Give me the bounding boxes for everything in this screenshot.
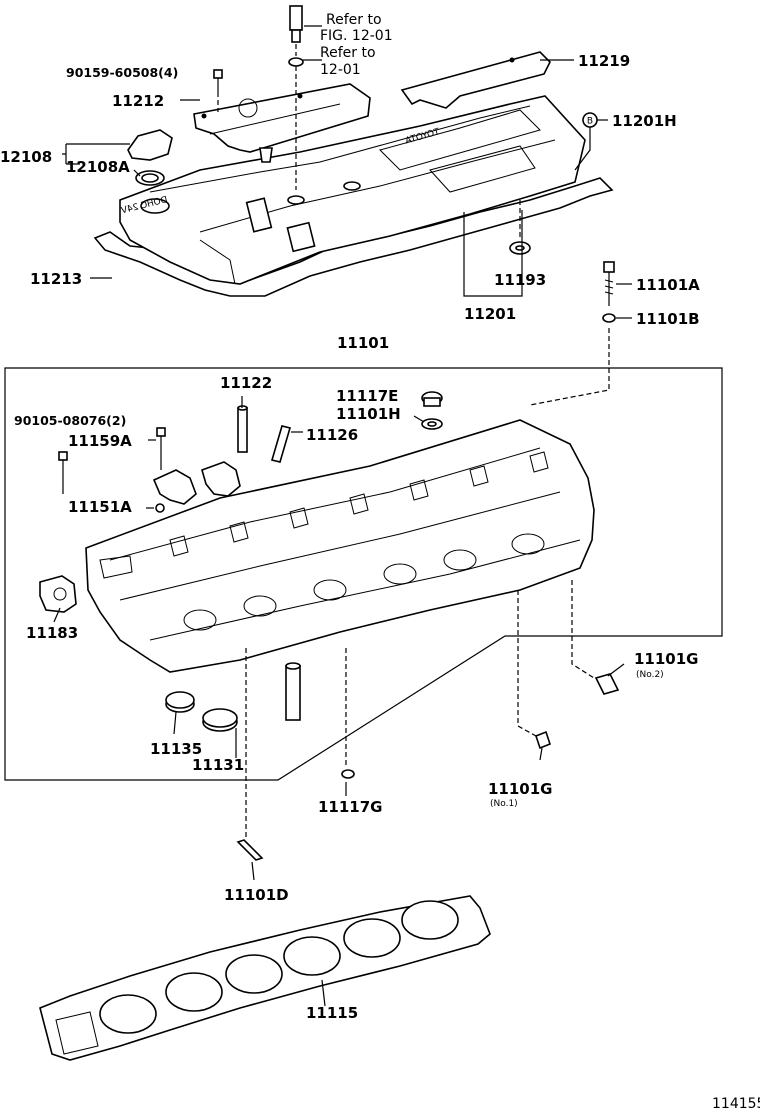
label-11101D: 11101D [224, 886, 289, 904]
label-11193: 11193 [494, 271, 546, 289]
label-11219: 11219 [578, 52, 630, 70]
circled-b-text: B [587, 117, 593, 127]
label-11101H: 11101H [336, 405, 401, 423]
oil-filler-cap [127, 129, 173, 186]
pin-11101G-no1 [517, 590, 551, 750]
washer-11193 [509, 200, 531, 255]
cylinder-head-box [4, 367, 723, 781]
brackets [152, 461, 241, 505]
plug-11151A [155, 503, 165, 513]
label-11159A: 11159A [68, 432, 132, 450]
label-no2: (No.2) [636, 670, 664, 680]
plug-11117G [341, 648, 355, 779]
label-11201H: 11201H [612, 112, 677, 130]
label-11183: 11183 [26, 624, 78, 642]
label-11212: 11212 [112, 92, 164, 110]
cylinder-head [85, 419, 595, 673]
seal-11183 [39, 575, 77, 613]
label-11201: 11201 [464, 305, 516, 323]
label-11126: 11126 [306, 426, 358, 444]
circled-b-marker: B [582, 112, 598, 128]
label-11115: 11115 [306, 1004, 358, 1022]
plug-and-tube [288, 5, 304, 190]
label-11213: 11213 [30, 270, 82, 288]
sleeve-11135 [165, 691, 195, 713]
label-11117E: 11117E [336, 387, 398, 405]
label-11131: 11131 [192, 756, 244, 774]
label-11101G-no1: 11101G [488, 780, 553, 798]
label-11101A: 11101A [636, 276, 700, 294]
leader-lines [53, 25, 632, 1007]
bolt-11159A [156, 427, 166, 470]
small-bolt-90159 [213, 69, 223, 112]
bolt-11101A [529, 261, 616, 406]
label-no1: (No.1) [490, 799, 518, 809]
head-gasket [39, 895, 491, 1061]
stud-11101D [236, 648, 264, 861]
label-90159-60508: 90159-60508(4) [66, 65, 178, 80]
refer-12-line1: Refer to [320, 45, 376, 61]
gasket-11101H [421, 418, 443, 430]
label-11135: 11135 [150, 740, 202, 758]
gasket-bores [99, 900, 459, 1034]
refer-12-line2: 12-01 [320, 62, 361, 78]
valve-cover: DOHC 24V TOYOTA [119, 95, 586, 285]
spark-plug-cover-plate [400, 51, 551, 109]
label-11101G-no2: 11101G [634, 650, 699, 668]
label-11117G: 11117G [318, 798, 383, 816]
label-11101B: 11101B [636, 310, 700, 328]
refer-fig-line2: FIG. 12-01 [320, 28, 393, 44]
label-12108A: 12108A [66, 158, 130, 176]
stud-11126 [270, 425, 303, 463]
tube-center [285, 662, 301, 721]
label-90105-08076: 90105-08076(2) [14, 413, 126, 428]
intake-ports [183, 533, 545, 631]
sleeve-11131 [202, 708, 238, 732]
bolt-90105 [58, 451, 68, 494]
label-12108: 12108 [0, 148, 52, 166]
dowel-11122 [237, 396, 248, 453]
part-labels: Refer to FIG. 12-01 Refer to 12-01 90159… [0, 12, 760, 1112]
cam-bearing-caps [169, 451, 549, 557]
label-11122: 11122 [220, 374, 272, 392]
figure-number: 114155 [712, 1096, 760, 1112]
pin-11101G-no2 [571, 580, 620, 695]
refer-fig-line1: Refer to [326, 12, 382, 28]
cover-top-plate [193, 83, 371, 153]
label-11101: 11101 [337, 334, 389, 352]
plug-11117E [421, 391, 443, 407]
stud-bolt-11213 [259, 147, 273, 163]
label-11151A: 11151A [68, 498, 132, 516]
